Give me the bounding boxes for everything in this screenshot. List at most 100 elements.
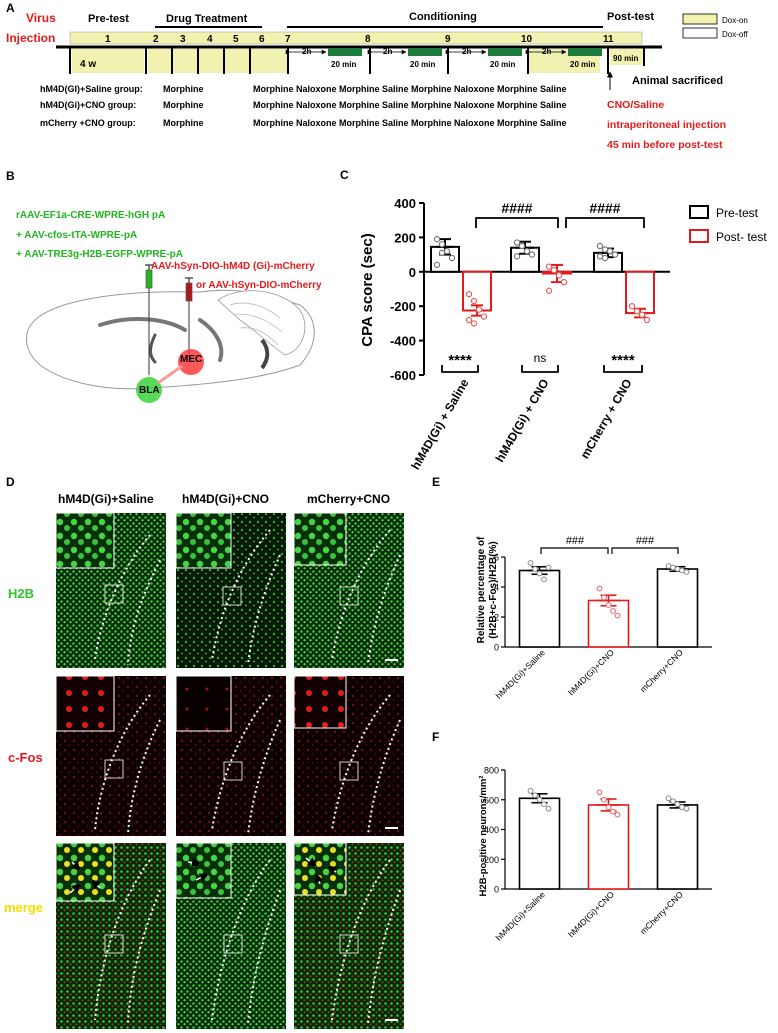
virus-red-1: AAV-hSyn-DIO-hM4D (Gi)-mCherry (151, 261, 315, 272)
e-category-label: hM4D(Gi)+Saline (494, 647, 548, 701)
c-legend-post-swatch (689, 229, 709, 243)
sessions: 2h 20 min 2h 20 min 2h 20 min 2h 20 min (285, 47, 602, 69)
session-label: 20 min (490, 60, 515, 69)
bla-spot (136, 377, 162, 403)
panel-e-letter: E (432, 475, 440, 489)
session-day8: 2h 20 min (367, 47, 442, 69)
f-bar (656, 804, 699, 890)
f-ytick-label: 200 (484, 855, 499, 865)
f-category-label: hM4D(Gi)+CNO (566, 889, 616, 939)
session-label: 20 min (570, 60, 595, 69)
d-image-h2b-3 (293, 512, 404, 668)
c-hash-1: #### (501, 200, 532, 216)
e-point (536, 570, 543, 577)
e-ytick-label: 4 (494, 583, 499, 593)
c-point (545, 263, 553, 270)
f-ytick-label: 600 (484, 795, 499, 805)
f-category-label: mCherry+CNO (638, 889, 685, 936)
final-block (610, 49, 644, 65)
e-hash-2: ### (636, 535, 655, 547)
c-star-brackets (441, 365, 643, 373)
panel-e: E Relative percentage of (H2B+c-Fos)/H2B… (432, 475, 712, 701)
projection-line (157, 364, 183, 385)
c-ytick-label: 200 (394, 230, 416, 245)
group-cond: Morphine Naloxone Morphine Saline Morphi… (253, 84, 567, 94)
c-point (596, 242, 604, 250)
e-point (541, 576, 547, 583)
c-point (643, 316, 651, 324)
c-legend-pre-swatch (689, 205, 709, 219)
group-pre: Morphine (163, 84, 204, 94)
c-point (470, 297, 478, 305)
pretest-block (72, 49, 144, 73)
f-point (665, 795, 672, 802)
virus-red-2: or AAV-hSyn-DIO-mCherry (196, 280, 322, 291)
panel-f-letter: F (432, 730, 439, 744)
f-points (527, 787, 690, 818)
legend-dox-off-label: Dox-off (722, 30, 748, 39)
f-point (610, 808, 616, 815)
panel-a-letter: A (6, 1, 15, 15)
group-name: mCherry +CNO group: (40, 118, 136, 128)
sacrifice-label: Animal sacrificed (632, 75, 723, 87)
c-point (513, 239, 521, 246)
e-point (545, 564, 552, 571)
f-point (536, 796, 543, 803)
day-4: 4 (207, 34, 213, 45)
c-ytick-label: 0 (409, 265, 416, 280)
c-point (470, 320, 478, 327)
day-5: 5 (233, 34, 239, 45)
legend-dox-on-swatch (682, 13, 718, 25)
panel-a: A Virus Injection Pre-test Drug Treatmen… (6, 1, 748, 151)
f-point (541, 801, 547, 808)
phase-drug: Drug Treatment (166, 13, 248, 25)
c-point (518, 242, 526, 250)
injection-notes: CNO/Saline intraperitoneal injection 45 … (607, 99, 726, 151)
virus-label: Virus (26, 11, 56, 25)
f-point (532, 792, 538, 799)
panel-b-letter: B (6, 169, 15, 183)
white-matter-3 (149, 333, 157, 364)
c-point (528, 251, 536, 258)
session-label: 20 min (331, 60, 356, 69)
white-matter-1 (98, 316, 187, 332)
c-point (550, 266, 558, 274)
f-point (605, 804, 612, 811)
f-point (674, 801, 681, 808)
e-point (601, 594, 607, 601)
c-hash-brackets (475, 217, 645, 228)
c-point (475, 306, 483, 313)
c-point (513, 253, 521, 260)
d-row-label-cfos: c-Fos (8, 750, 43, 765)
interval-label: 2h (462, 47, 471, 56)
e-ytick-label: 2 (494, 613, 499, 623)
mec-spot (178, 349, 204, 375)
group-pre: Morphine (163, 118, 204, 128)
f-ytick-label: 0 (494, 885, 499, 895)
day-7: 7 (285, 34, 291, 45)
c-point (448, 254, 456, 262)
syringe-green (145, 264, 153, 375)
f-bar (587, 804, 630, 890)
f-ytick-label: 800 (484, 766, 499, 776)
virus-list-red: AAV-hSyn-DIO-hM4D (Gi)-mCherry or AAV-hS… (151, 261, 322, 291)
panel-b: B rAAV-EF1a-CRE-WPRE-hGH pA + AAV-cfos-t… (6, 169, 322, 403)
wait-label: 4 w (80, 59, 96, 70)
day-10: 10 (521, 34, 533, 45)
e-point (683, 569, 690, 575)
group-name: hM4D(GI)+Saline group: (40, 84, 143, 94)
f-y-label: H2B-positive neurons/mm² (478, 776, 489, 897)
f-bar (518, 797, 561, 890)
legend-dox-on-label: Dox-on (722, 16, 748, 25)
e-category-label: hM4D(Gi)+CNO (566, 647, 616, 697)
panel-c-letter: C (340, 168, 349, 182)
session-day9: 2h 20 min (445, 47, 522, 69)
session-day10: 2h 20 min (525, 47, 602, 69)
d-image-merge-3 (293, 842, 404, 1029)
final-label: 90 min (613, 54, 638, 63)
d-row-label-merge: merge (4, 900, 43, 915)
mec-label: MEC (180, 354, 202, 365)
